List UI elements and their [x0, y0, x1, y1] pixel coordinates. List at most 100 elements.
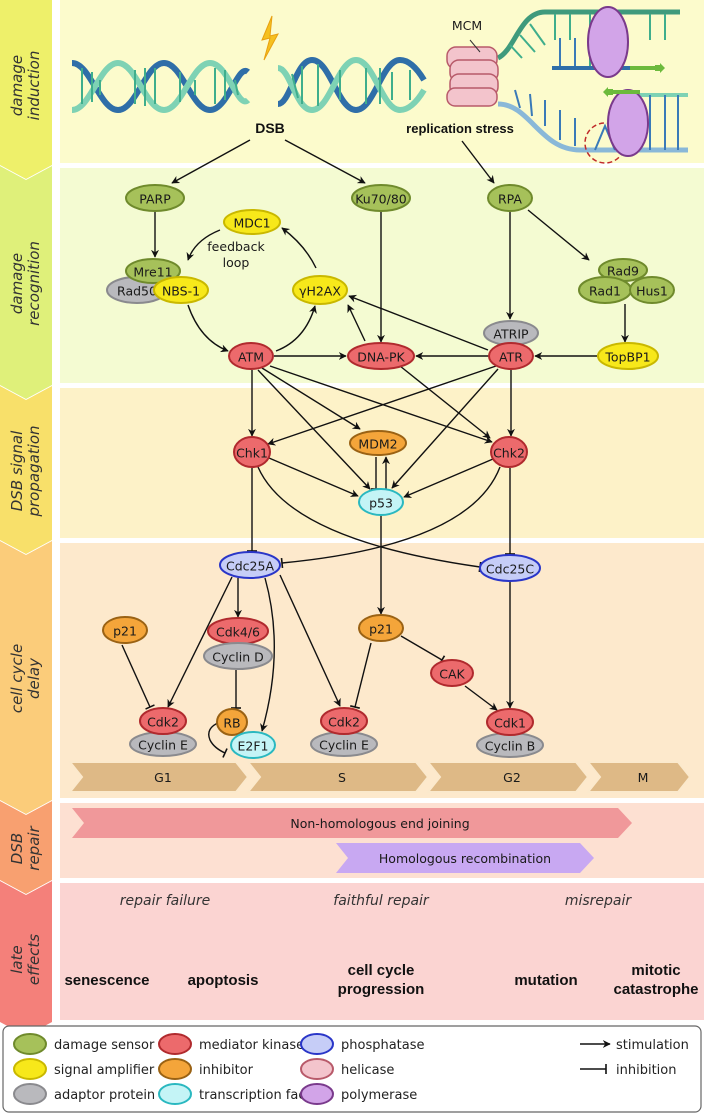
node-cyce_a[interactable]: Cyclin E	[129, 731, 197, 757]
node-topbp1[interactable]: TopBP1	[597, 342, 659, 370]
node-rb[interactable]: RB	[216, 708, 248, 736]
stage-label-dsb-repair: repair	[25, 825, 43, 870]
node-label: Cdc25C	[486, 562, 534, 577]
node-p21b[interactable]: p21	[358, 614, 404, 642]
stage-label-late-effects: late	[8, 945, 26, 973]
node-cdk2a[interactable]: Cdk2	[139, 707, 187, 735]
node-rad9[interactable]: Rad9	[598, 258, 648, 282]
node-mre11[interactable]: Mre11	[125, 258, 181, 284]
node-mdm2[interactable]: MDM2	[349, 430, 407, 456]
node-label: PARP	[139, 192, 171, 207]
cak-to-cdk1	[464, 685, 498, 711]
node-cdk2b[interactable]: Cdk2	[320, 707, 368, 735]
legend-label: phosphatase	[341, 1038, 425, 1053]
stage-label-cell-cycle-delay: cell cycle	[8, 644, 26, 713]
node-p53[interactable]: p53	[358, 488, 404, 516]
legend-label: adaptor protein	[54, 1088, 155, 1103]
cdc25a-to-cdk2a	[167, 576, 233, 708]
phase-label: M	[638, 770, 649, 785]
node-p21a[interactable]: p21	[102, 616, 148, 644]
legend-swatch-polymerase	[300, 1083, 334, 1105]
signal-amplifier-shape	[223, 209, 281, 235]
rb-inhibits-e2f1	[208, 721, 228, 758]
legend-label: mediator kinase	[199, 1038, 304, 1053]
h2ax-to-mdc1	[281, 227, 317, 269]
late-effect-outcome: cell cycle	[348, 962, 415, 979]
node-cdc25a[interactable]: Cdc25A	[219, 551, 281, 579]
p21b-inhibits-cdk2b	[349, 642, 372, 709]
legend-swatch-phosphatase	[300, 1033, 334, 1055]
node-rpa[interactable]: RPA	[487, 184, 533, 212]
node-cycd[interactable]: Cyclin D	[203, 642, 273, 670]
node-label: p53	[369, 496, 393, 511]
node-cycb[interactable]: Cyclin B	[476, 732, 544, 758]
p21b-inhibits-cak	[400, 635, 446, 665]
stage-chevron-late-effects	[0, 881, 52, 1036]
node-label: γH2AX	[299, 284, 341, 299]
damage-sensor-shape	[351, 184, 411, 212]
stress-to-rpa	[461, 140, 495, 184]
node-label: NBS-1	[162, 284, 200, 299]
legend-label: signal amplifier	[54, 1063, 155, 1078]
phase-M	[585, 761, 692, 793]
node-cak[interactable]: CAK	[430, 659, 474, 687]
adaptor-protein-shape	[203, 642, 273, 670]
node-label: Ku70/80	[355, 192, 407, 207]
node-hus1[interactable]: Hus1	[629, 276, 675, 304]
node-mdc1[interactable]: MDC1	[223, 209, 281, 235]
nhej-arrow	[72, 808, 632, 838]
legend-swatch-adaptor-protein	[13, 1083, 47, 1105]
p21a-inhibits-cdk2a	[121, 644, 155, 710]
phosphatase-shape	[479, 554, 541, 582]
node-cdc25c[interactable]: Cdc25C	[479, 554, 541, 582]
mediator-kinase-shape	[430, 659, 474, 687]
node-label: Chk2	[493, 446, 525, 461]
stage-chevron-damage-induction	[0, 0, 52, 179]
late-effect-panel	[60, 883, 270, 1020]
node-label: ATM	[238, 350, 264, 365]
legend-label: transcription factor	[199, 1088, 325, 1103]
atr-to-h2ax	[348, 294, 489, 351]
node-label: TopBP1	[604, 350, 650, 365]
polymerase-lower	[603, 87, 649, 157]
node-nbs1[interactable]: NBS-1	[153, 276, 209, 304]
node-cdk46[interactable]: Cdk4/6	[207, 617, 269, 645]
node-dnapk[interactable]: DNA-PK	[347, 342, 415, 370]
hr-arrow	[336, 843, 594, 873]
node-parp[interactable]: PARP	[125, 184, 185, 212]
stage-label-damage-induction: damage	[8, 55, 26, 116]
damage-sensor-shape	[125, 258, 181, 284]
late-effect-outcome: mitotic	[631, 962, 680, 979]
node-label: Cdk1	[494, 716, 526, 731]
late-effect-panel	[275, 883, 487, 1020]
late-effect-panel	[492, 883, 704, 1020]
mediator-kinase-shape	[320, 707, 368, 735]
legend-swatch-signal-amplifier	[13, 1058, 47, 1080]
node-e2f1[interactable]: E2F1	[230, 731, 276, 759]
node-chk1[interactable]: Chk1	[233, 436, 271, 468]
node-h2ax[interactable]: γH2AX	[292, 275, 348, 305]
node-cyce_b[interactable]: Cyclin E	[310, 731, 378, 757]
node-label: Rad9	[607, 264, 639, 279]
stage-label-late-effects: effects	[25, 934, 43, 985]
node-atr[interactable]: ATR	[488, 342, 534, 370]
legend-label: inhibitor	[199, 1063, 254, 1078]
node-atm[interactable]: ATM	[228, 342, 274, 370]
stage-label-dsb-signal-propagation: propagation	[25, 425, 43, 517]
nhej-label: Non-homologous end joining	[290, 816, 469, 831]
feedback-loop-label-line1: feedback	[207, 239, 265, 254]
node-ku[interactable]: Ku70/80	[351, 184, 411, 212]
repair-pathways: Non-homologous end joining Homologous re…	[72, 808, 632, 873]
node-label: MDM2	[358, 437, 397, 452]
node-label: Cdc25A	[226, 559, 274, 574]
node-chk2[interactable]: Chk2	[490, 436, 528, 468]
node-cdk1[interactable]: Cdk1	[486, 708, 534, 736]
late-effect-outcome: apoptosis	[188, 972, 259, 989]
node-label: E2F1	[238, 739, 269, 754]
inhibitor-shape	[358, 614, 404, 642]
node-rad1[interactable]: Rad1	[578, 276, 632, 304]
node-atrip[interactable]: ATRIP	[483, 320, 539, 346]
node-label: p21	[113, 624, 137, 639]
